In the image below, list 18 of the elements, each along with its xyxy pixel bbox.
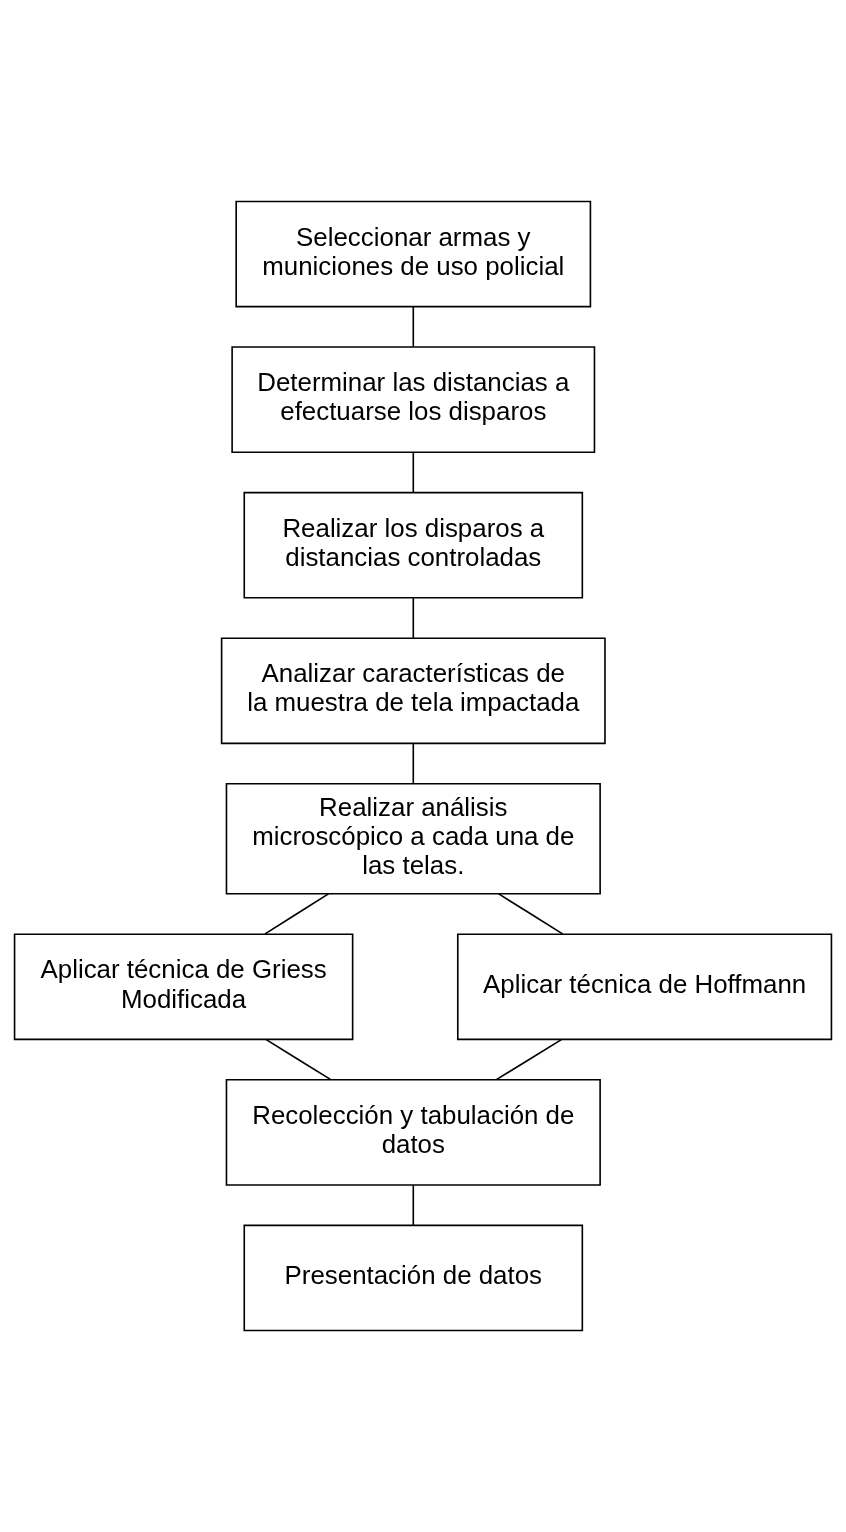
node-box: Determinar las distancias a efectuarse los disparos [231, 346, 596, 453]
connector [495, 1038, 563, 1081]
node-box: Recolección y tabulación de datos [225, 1079, 601, 1186]
node-box: Aplicar técnica de Hoffmann [456, 933, 833, 1041]
connector [412, 597, 415, 639]
node-box: Realizar análisis microscópico a cada una de las telas. [225, 783, 601, 895]
node-box: Presentación de datos [243, 1224, 584, 1332]
connector [412, 451, 415, 494]
connector [497, 893, 564, 935]
node-box: Seleccionar armas y municiones de uso policial [235, 200, 592, 308]
connector [412, 306, 415, 348]
connector [412, 742, 415, 785]
connector [412, 1184, 415, 1226]
connector [264, 893, 330, 935]
connector [265, 1038, 332, 1081]
node-box: Analizar características de la muestra de tela impactada [220, 637, 606, 745]
node-box: Realizar los disparos a distancias controladas [243, 491, 584, 599]
node-box: Aplicar técnica de Griess Modificada [13, 933, 354, 1041]
